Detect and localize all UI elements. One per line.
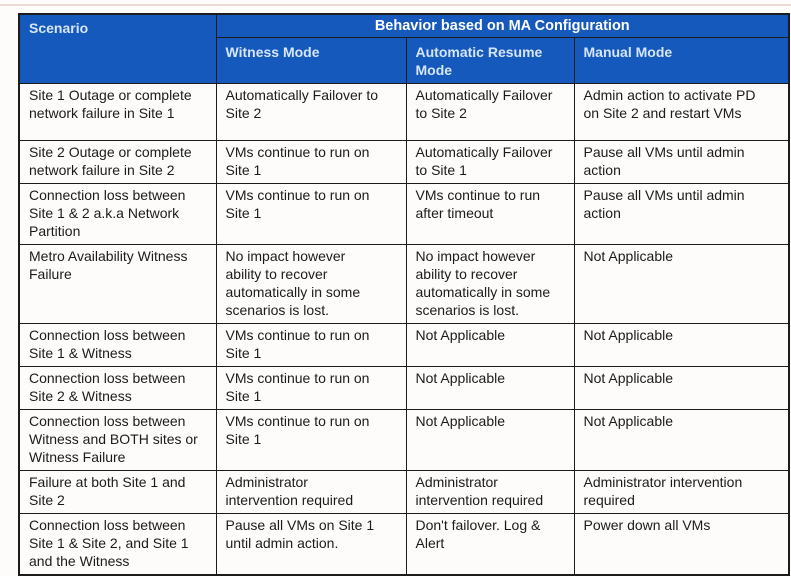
scenario-cell: Metro Availability Witness Failure (18, 244, 217, 324)
manual-mode-cell: Not Applicable (573, 409, 790, 471)
table-row: Connection loss between Site 1 & Witness… (18, 323, 790, 367)
ma-configuration-table: Scenario Behavior based on MA Configurat… (18, 13, 791, 576)
table-row: Connection loss between Witness and BOTH… (18, 409, 790, 471)
manual-mode-column-header: Manual Mode (573, 37, 790, 84)
manual-mode-cell: Administrator intervention required (573, 470, 790, 514)
witness-mode-column-header: Witness Mode (215, 37, 407, 84)
automatic-resume-mode-cell: Not Applicable (405, 323, 575, 367)
witness-mode-cell: VMs continue to run on Site 1 (215, 409, 407, 471)
witness-mode-cell: Administrator intervention required (215, 470, 407, 514)
witness-mode-cell: VMs continue to run on Site 1 (215, 140, 407, 184)
scenario-cell: Failure at both Site 1 and Site 2 (18, 470, 217, 514)
table-row: Connection loss between Site 1 & 2 a.k.a… (18, 183, 790, 245)
automatic-resume-mode-cell: VMs continue to run after timeout (405, 183, 575, 245)
table-row: Connection loss between Site 2 & Witness… (18, 366, 790, 410)
table-row: Site 2 Outage or complete network failur… (18, 140, 790, 184)
table-row: Site 1 Outage or complete network failur… (18, 83, 790, 141)
scenario-cell: Connection loss between Site 1 & 2 a.k.a… (18, 183, 217, 245)
automatic-resume-mode-cell: Administrator intervention required (405, 470, 575, 514)
table-header: Scenario Behavior based on MA Configurat… (18, 13, 790, 84)
automatic-resume-mode-cell: Automatically Failover to Site 1 (405, 140, 575, 184)
witness-mode-cell: No impact however ability to recover aut… (215, 244, 407, 324)
top-divider-line (0, 4, 791, 6)
automatic-resume-mode-cell: Automatically Failover to Site 2 (405, 83, 575, 141)
scenario-cell: Connection loss between Site 1 & Site 2,… (18, 513, 217, 576)
automatic-resume-mode-column-header: Automatic Resume Mode (405, 37, 575, 84)
automatic-resume-mode-cell: No impact however ability to recover aut… (405, 244, 575, 324)
manual-mode-cell: Pause all VMs until admin action (573, 183, 790, 245)
witness-mode-cell: VMs continue to run on Site 1 (215, 323, 407, 367)
scenario-cell: Connection loss between Site 2 & Witness (18, 366, 217, 410)
table-row: Connection loss between Site 1 & Site 2,… (18, 513, 790, 576)
scenario-cell: Connection loss between Site 1 & Witness (18, 323, 217, 367)
header-row-modes: Witness Mode Automatic Resume Mode Manua… (19, 37, 790, 84)
header-row-top: Scenario Behavior based on MA Configurat… (18, 13, 790, 84)
manual-mode-cell: Not Applicable (573, 366, 790, 410)
witness-mode-cell: Pause all VMs on Site 1 until admin acti… (215, 513, 407, 576)
automatic-resume-mode-cell: Not Applicable (405, 409, 575, 471)
manual-mode-cell: Power down all VMs (573, 513, 790, 576)
scenario-cell: Site 1 Outage or complete network failur… (18, 83, 217, 141)
automatic-resume-mode-cell: Don't failover. Log & Alert (405, 513, 575, 576)
witness-mode-cell: VMs continue to run on Site 1 (215, 183, 407, 245)
table-body: Site 1 Outage or complete network failur… (18, 83, 790, 576)
scenario-column-header: Scenario (18, 13, 217, 84)
manual-mode-cell: Not Applicable (573, 244, 790, 324)
manual-mode-cell: Admin action to activate PD on Site 2 an… (573, 83, 790, 141)
manual-mode-cell: Not Applicable (573, 323, 790, 367)
behavior-group-header: Behavior based on MA Configuration (215, 13, 790, 38)
manual-mode-cell: Pause all VMs until admin action (573, 140, 790, 184)
automatic-resume-mode-cell: Not Applicable (405, 366, 575, 410)
witness-mode-cell: VMs continue to run on Site 1 (215, 366, 407, 410)
scenario-cell: Site 2 Outage or complete network failur… (18, 140, 217, 184)
witness-mode-cell: Automatically Failover to Site 2 (215, 83, 407, 141)
scenario-cell: Connection loss between Witness and BOTH… (18, 409, 217, 471)
